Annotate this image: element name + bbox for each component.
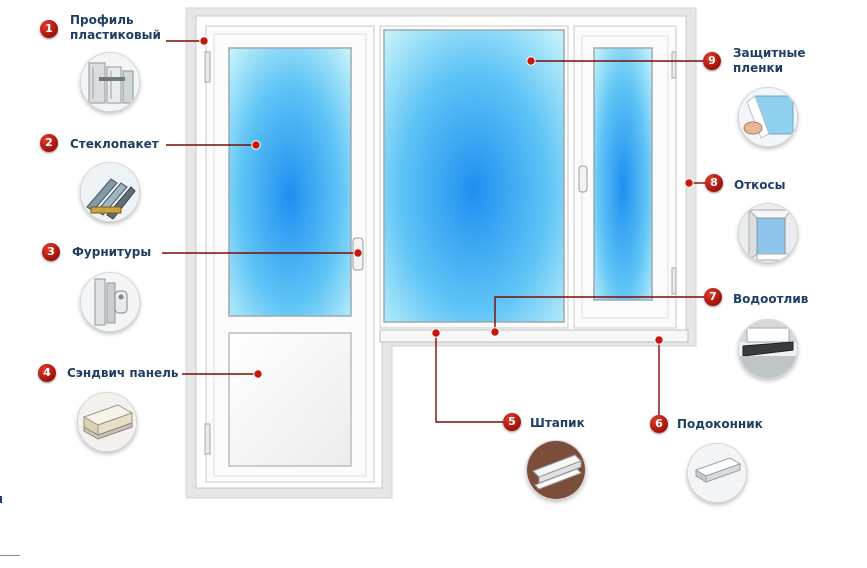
- callout-badge-6: 6: [650, 415, 668, 433]
- sandwich-panel: [228, 332, 352, 467]
- callout-label-2: Стеклопакет: [70, 137, 159, 151]
- callout-label-8: Откосы: [734, 178, 786, 192]
- door-hinge-bottom: [204, 423, 211, 455]
- door-sash-inner: [213, 33, 367, 477]
- callout-badge-2: 2: [40, 134, 58, 152]
- sandwich-panel-icon: [77, 392, 137, 452]
- leader-line-7: [494, 296, 704, 332]
- edge-mark: [0, 496, 2, 503]
- target-dot-7: [490, 327, 500, 337]
- callout-label-9: Защитные пленки: [733, 46, 806, 75]
- callout-label-1: Профиль пластиковый: [70, 13, 161, 42]
- target-dot-3: [353, 248, 363, 258]
- door-hinge-top: [204, 51, 211, 83]
- callout-badge-1: 1: [40, 20, 58, 38]
- callout-label-6: Подоконник: [677, 417, 763, 431]
- target-dot-8: [684, 178, 694, 188]
- right-hinge-top: [671, 51, 677, 79]
- callout-badge-3: 3: [42, 243, 60, 261]
- window-sill: [379, 329, 689, 343]
- callout-badge-7: 7: [704, 288, 722, 306]
- right-hinge-bottom: [671, 267, 677, 295]
- window-hardware-icon: [80, 272, 140, 332]
- leader-lines: [162, 40, 705, 423]
- target-dot-5: [431, 328, 441, 338]
- callout-badge-8: 8: [705, 174, 723, 192]
- target-dot-4: [253, 369, 263, 379]
- drip-sill-icon: [738, 319, 798, 379]
- glazing-bead-icon: [526, 440, 586, 500]
- edge-mark: [0, 555, 20, 556]
- callout-badge-5: 5: [503, 413, 521, 431]
- target-dot-6: [654, 335, 664, 345]
- window-sill-icon: [687, 443, 747, 503]
- right-sash-handle: [578, 165, 588, 193]
- target-dots: [199, 36, 694, 379]
- callout-label-5: Штапик: [530, 416, 585, 430]
- glass-unit-icon: [80, 162, 140, 222]
- right-glass: [593, 47, 653, 301]
- leader-line-5: [435, 333, 503, 423]
- pvc-profile-icon: [80, 52, 140, 112]
- callout-badge-9: 9: [703, 52, 721, 70]
- callout-badge-4: 4: [38, 364, 56, 382]
- target-dot-1: [199, 36, 209, 46]
- window-slope-icon: [738, 203, 798, 263]
- target-dot-9: [526, 56, 536, 66]
- protective-film-icon: [738, 87, 798, 147]
- callout-label-3: Фурнитуры: [72, 245, 152, 259]
- door-glass: [228, 47, 352, 317]
- middle-glass: [383, 29, 565, 323]
- callout-label-7: Водоотлив: [733, 292, 809, 306]
- target-dot-2: [251, 140, 261, 150]
- callout-label-4: Сэндвич панель: [67, 366, 179, 380]
